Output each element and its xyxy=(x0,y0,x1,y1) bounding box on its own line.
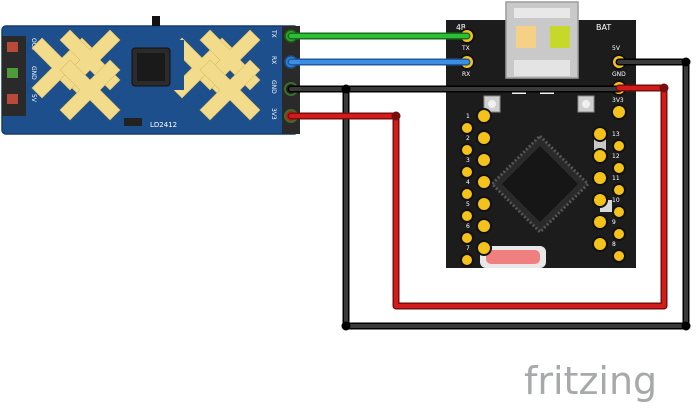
mcu-chip xyxy=(489,133,591,235)
boot-button-cap xyxy=(488,100,496,108)
chip-component xyxy=(124,118,142,126)
usb-led-right xyxy=(550,26,570,48)
mcu-label-rx: RX xyxy=(462,71,470,78)
sensor-label-rx: RX xyxy=(270,56,277,64)
power-corner-dot-1 xyxy=(391,111,401,121)
fritzing-watermark: fritzing xyxy=(524,359,657,403)
left-edge-pad-1 xyxy=(460,121,474,135)
mcu-label-tx: TX xyxy=(461,45,470,52)
sensor-label-gnd-left: GND xyxy=(30,66,37,80)
right-pin-12-label: 12 xyxy=(612,153,620,160)
right-edge-pad-11 xyxy=(612,183,626,197)
right-pin-10 xyxy=(592,192,608,208)
sensor-label-5v: 5V xyxy=(30,94,37,103)
sensor-right-header: TX RX GND 3V3 xyxy=(270,26,300,134)
right-pin-column: 13 12 11 10 9 8 xyxy=(592,126,626,263)
right-pin-8-label: 8 xyxy=(612,241,616,248)
bat-label: BAT xyxy=(596,23,611,32)
reset-button-cap xyxy=(582,100,590,108)
power-corner-dot-2 xyxy=(659,83,669,93)
antenna-left xyxy=(31,29,121,121)
mcu-pin-3v3 xyxy=(611,104,627,120)
left-edge-pad-7 xyxy=(460,253,474,267)
right-pin-11 xyxy=(592,170,608,186)
power-wire[interactable] xyxy=(289,86,666,308)
mcu-label-gnd: GND xyxy=(612,71,626,78)
left-pin-3 xyxy=(476,152,492,168)
gnd-junction xyxy=(341,84,351,94)
radar-sensor-board: OUT GND 5V LD2412 xyxy=(1,16,300,135)
right-pin-13-label: 13 xyxy=(612,131,620,138)
gnd-corner-dot-1 xyxy=(341,321,351,331)
sensor-pin-gnd-left xyxy=(7,68,18,78)
usb-connector xyxy=(505,1,579,79)
left-pin-7-label: 7 xyxy=(466,245,470,252)
left-pin-column: 1 2 3 4 5 6 7 xyxy=(460,108,492,267)
chip-label: LD2412 xyxy=(150,121,177,129)
left-pin-1 xyxy=(476,108,492,124)
left-pin-5-label: 5 xyxy=(466,201,470,208)
right-edge-pad-8 xyxy=(612,249,626,263)
sensor-pin-out xyxy=(7,42,18,52)
radar-chip xyxy=(124,16,184,126)
gnd-corner-dot-3 xyxy=(681,57,691,67)
sensor-pin-5v xyxy=(7,94,18,104)
right-pin-8 xyxy=(592,236,608,252)
right-pin-11-label: 11 xyxy=(612,175,620,182)
sensor-left-header: OUT GND 5V xyxy=(2,36,37,116)
mcu-board: 4B BAT TX RX 5V GND 3V3 BOOT RESET xyxy=(446,1,636,268)
left-edge-pad-4 xyxy=(460,187,474,201)
right-pin-9 xyxy=(592,214,608,230)
wires xyxy=(287,32,691,331)
left-pin-1-label: 1 xyxy=(466,113,470,120)
mcu-label-3v3: 3V3 xyxy=(612,97,624,104)
right-edge-pad-12 xyxy=(612,161,626,175)
left-pin-4 xyxy=(476,174,492,190)
right-pin-13 xyxy=(592,126,608,142)
sensor-label-tx: TX xyxy=(270,29,277,38)
gnd-wire[interactable] xyxy=(289,60,688,328)
gnd-corner-dot-2 xyxy=(681,321,691,331)
left-pin-4-label: 4 xyxy=(466,179,470,186)
right-edge-pad-10 xyxy=(612,205,626,219)
mcu-label-5v: 5V xyxy=(612,45,621,52)
right-edge-pad-13 xyxy=(612,139,626,153)
usb-led-left xyxy=(516,26,536,48)
left-pin-2 xyxy=(476,130,492,146)
right-edge-pad-9 xyxy=(612,227,626,241)
left-pin-3-label: 3 xyxy=(466,157,470,164)
marker-label: 4B xyxy=(456,23,466,32)
left-edge-pad-6 xyxy=(460,231,474,245)
left-pin-5 xyxy=(476,196,492,212)
left-edge-pad-5 xyxy=(460,209,474,223)
right-pin-12 xyxy=(592,148,608,164)
left-pin-6-label: 6 xyxy=(466,223,470,230)
left-pin-6 xyxy=(476,218,492,234)
left-edge-pad-3 xyxy=(460,165,474,179)
sensor-label-gnd: GND xyxy=(270,80,277,94)
left-pin-2-label: 2 xyxy=(466,135,470,142)
sensor-label-out: OUT xyxy=(30,38,37,51)
antenna-right xyxy=(171,29,261,121)
left-pin-7 xyxy=(476,240,492,256)
crystal-body xyxy=(486,250,540,264)
sensor-label-3v3: 3V3 xyxy=(270,108,277,120)
left-edge-pad-2 xyxy=(460,143,474,157)
right-pin-10-label: 10 xyxy=(612,197,620,204)
right-pin-9-label: 9 xyxy=(612,219,616,226)
